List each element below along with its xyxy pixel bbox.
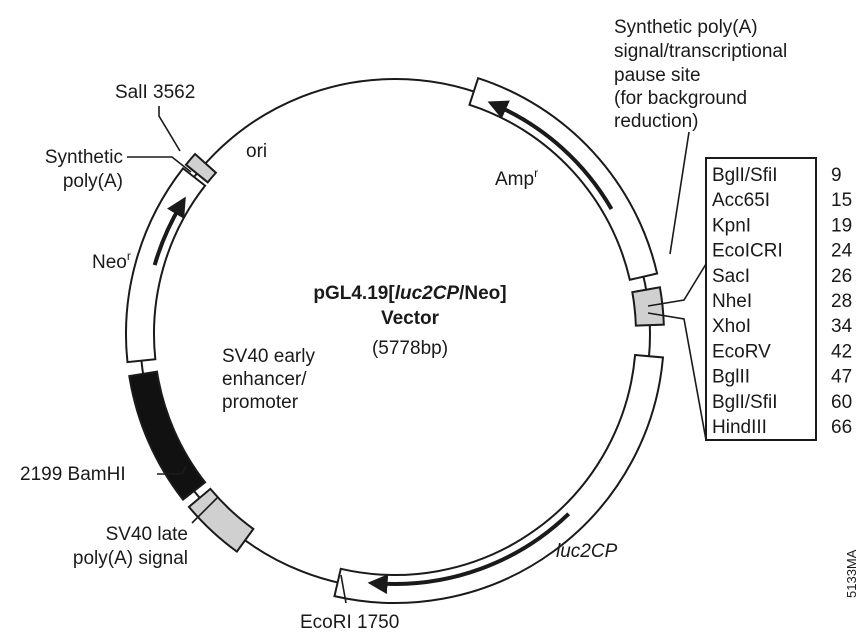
ecori-site-label: EcoRI 1750 [300,612,399,633]
mcs-enzyme-name: HindIII [712,417,767,438]
mcs-enzyme-position: 9 [831,165,842,186]
amp-label: Ampr [495,166,538,190]
mcs-bracket-line-bottom [647,312,707,441]
vector-title-prefix: pGL4.19[ [313,283,395,304]
synthetic-polya-top-label-5: reduction) [614,111,699,132]
mcs-enzyme-name: NheI [712,291,752,312]
synthetic-polya-top-label-4: (for background [614,88,747,109]
vector-title-line2: Vector [381,308,440,329]
mcs-enzyme-position: 26 [831,266,852,287]
mcs-enzyme-position: 15 [831,190,852,211]
sv40-late-label-2: poly(A) signal [73,548,188,569]
ori-label: ori [246,141,267,162]
vector-title-italic: luc2CP [395,283,460,304]
amp-label-sup: r [534,166,538,180]
sv40-promoter-segment [128,370,207,502]
synthetic-polya-top-label-1: Synthetic poly(A) [614,17,758,38]
amp-label-name: Amp [495,169,534,190]
sali-leader-line [158,106,181,152]
synthetic-polya-left-label-2: poly(A) [63,171,123,192]
synthetic-polya-top-label-3: pause site [614,65,701,86]
sv40-promoter-label-1: SV40 early [222,346,315,367]
mcs-enzyme-name: EcoICRI [712,241,783,262]
neo-segment [125,166,207,364]
amp-direction-arrow [487,100,614,211]
vector-title: pGL4.19[luc2CP/Neo] [313,283,506,304]
bamhi-leader-line [157,465,187,475]
mcs-enzyme-name: BglI/SfiI [712,392,777,413]
direction-arrows [152,100,614,595]
mcs-enzyme-name: EcoRV [712,341,771,362]
sv40-late-label-1: SV40 late [106,524,188,545]
luc-label: luc2CP [556,541,618,562]
sv40-late-polya-segment [187,487,255,554]
figure-code: 5133MA [844,549,859,598]
mcs-enzyme-position: 47 [831,367,852,388]
mcs-enzyme-name: BglII [712,367,750,388]
vector-title-suffix: /Neo] [459,283,507,304]
sv40-promoter-label-3: promoter [222,392,299,413]
polya-top-leader-line [669,131,690,255]
mcs-enzyme-name: BglI/SfiI [712,165,777,186]
feature-segments [125,76,665,604]
mcs-enzyme-name: SacI [712,266,750,287]
synthetic-polya-left-label-1: Synthetic [45,147,123,168]
sali-site-label: SalI 3562 [115,82,195,103]
synthetic-polya-left-segment [184,152,218,184]
neo-label-sup: r [127,249,131,263]
mcs-bracket-line-top [647,263,707,307]
mcs-box [705,157,817,441]
mcs-enzyme-position: 24 [831,241,853,262]
mcs-enzyme-name: XhoI [712,316,751,337]
mcs-enzyme-position: 42 [831,341,852,362]
mcs-enzyme-position: 19 [831,215,852,236]
mcs-enzyme-position: 60 [831,392,852,413]
neo-direction-arrow [152,196,186,266]
mcs-enzyme-position: 66 [831,417,852,438]
synthetic-polya-left-leader-line [127,156,192,173]
neo-label: Neor [92,249,131,273]
mcs-enzyme-position: 34 [831,316,853,337]
mcs-enzyme-position: 28 [831,291,852,312]
amp-segment [468,76,659,281]
mcs-enzyme-name: KpnI [712,215,751,236]
ecori-leader-line [340,574,347,604]
vector-size: (5778bp) [372,338,448,359]
sv40-late-leader-line [191,496,219,524]
neo-label-name: Neo [92,252,127,273]
sv40-promoter-label-2: enhancer/ [222,369,307,390]
mcs-enzyme-name: Acc65I [712,190,770,211]
luc2cp-segment [333,353,665,604]
bamhi-site-label: 2199 BamHI [20,464,126,485]
synthetic-polya-top-label-2: signal/transcriptional [614,41,787,62]
luc2cp-direction-arrow [367,512,571,595]
